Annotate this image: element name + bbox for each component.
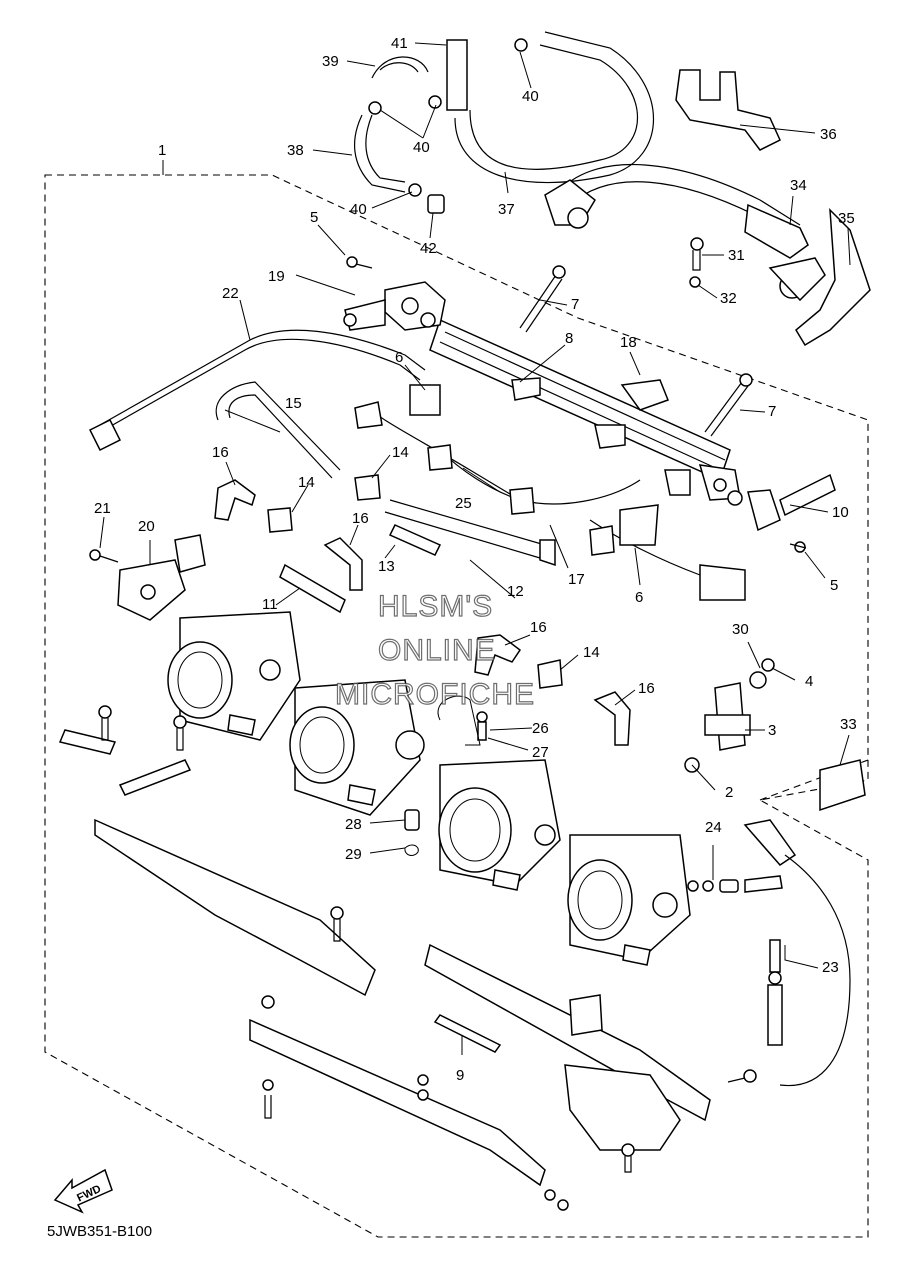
callout-24: 24 [705,819,722,836]
watermark-line-2: ONLINE [378,634,496,667]
callout-7a: 7 [571,296,579,313]
callout-40a: 40 [522,88,539,105]
leader-lines [99,42,851,1055]
callout-22: 22 [222,285,239,302]
hose-joints [267,474,563,689]
callout-9: 9 [456,1067,464,1084]
callout-42: 42 [420,240,437,257]
callout-19: 19 [268,268,285,285]
callout-30: 30 [732,621,749,638]
callout-34: 34 [790,177,807,194]
callout-27: 27 [532,744,549,761]
callout-11: 11 [262,596,278,613]
callout-16d: 16 [638,680,655,697]
callout-21: 21 [94,500,111,517]
callout-38: 38 [287,142,304,159]
callout-16c: 16 [530,619,547,636]
callout-41: 41 [391,35,408,52]
watermark-line-1: HLSM'S [378,590,493,623]
callout-36: 36 [820,126,837,143]
callout-33: 33 [840,716,857,733]
callout-labels: 1 2 3 4 5 5 6 6 7 7 8 9 10 11 12 13 14 1… [94,35,857,1084]
vacuum-hoses [88,329,556,567]
callout-1: 1 [158,142,166,159]
small-parts [404,695,783,893]
callout-32: 32 [720,290,737,307]
callout-25: 25 [455,495,472,512]
throttle-body-3 [438,759,561,891]
callout-14c: 14 [583,644,600,661]
callout-7b: 7 [768,403,776,420]
callout-10: 10 [832,504,849,521]
fuel-injector [684,658,775,773]
short-hoses [214,479,631,746]
callout-5a: 5 [310,209,318,226]
watermark: HLSM'S ONLINE MICROFICHE [334,589,535,711]
callout-2: 2 [725,784,733,801]
callout-5b: 5 [830,577,838,594]
fuel-hose-assembly [544,69,871,347]
callout-16b: 16 [352,510,369,527]
bolts [346,237,807,553]
throttle-body-4 [567,834,691,966]
callout-26: 26 [532,720,549,737]
callout-17: 17 [568,571,585,588]
callout-6a: 6 [395,349,403,366]
callout-40b: 40 [413,139,430,156]
callout-12: 12 [507,583,524,600]
callout-20: 20 [138,518,155,535]
sensors [89,534,206,621]
diagram-code: 5JWB351-B100 [47,1223,152,1240]
callout-15: 15 [285,395,302,412]
callout-39: 39 [322,53,339,70]
callout-29: 29 [345,846,362,863]
throttle-body-2 [289,679,425,816]
callout-14b: 14 [298,474,315,491]
watermark-line-3: MICROFICHE [335,678,535,711]
callout-3: 3 [768,722,776,739]
callout-23: 23 [822,959,839,976]
screws [98,705,757,1211]
callout-40c: 40 [350,201,367,218]
callout-16a: 16 [212,444,229,461]
throttle-body-1 [167,611,301,741]
throttle-bodies [167,611,691,966]
vacuum-hose-group [353,31,654,214]
callout-37: 37 [498,201,515,218]
callout-14a: 14 [392,444,409,461]
callout-6b: 6 [635,589,643,606]
wire-harness [354,384,746,601]
callout-4: 4 [805,673,813,690]
mounting-plates [58,729,866,1187]
callout-28: 28 [345,816,362,833]
callout-18: 18 [620,334,637,351]
callout-31: 31 [728,247,745,264]
callout-35: 35 [838,210,855,227]
fuel-rail [343,281,836,532]
callout-8: 8 [565,330,573,347]
fwd-arrow-icon: FWD [53,1168,113,1214]
callout-13: 13 [378,558,395,575]
